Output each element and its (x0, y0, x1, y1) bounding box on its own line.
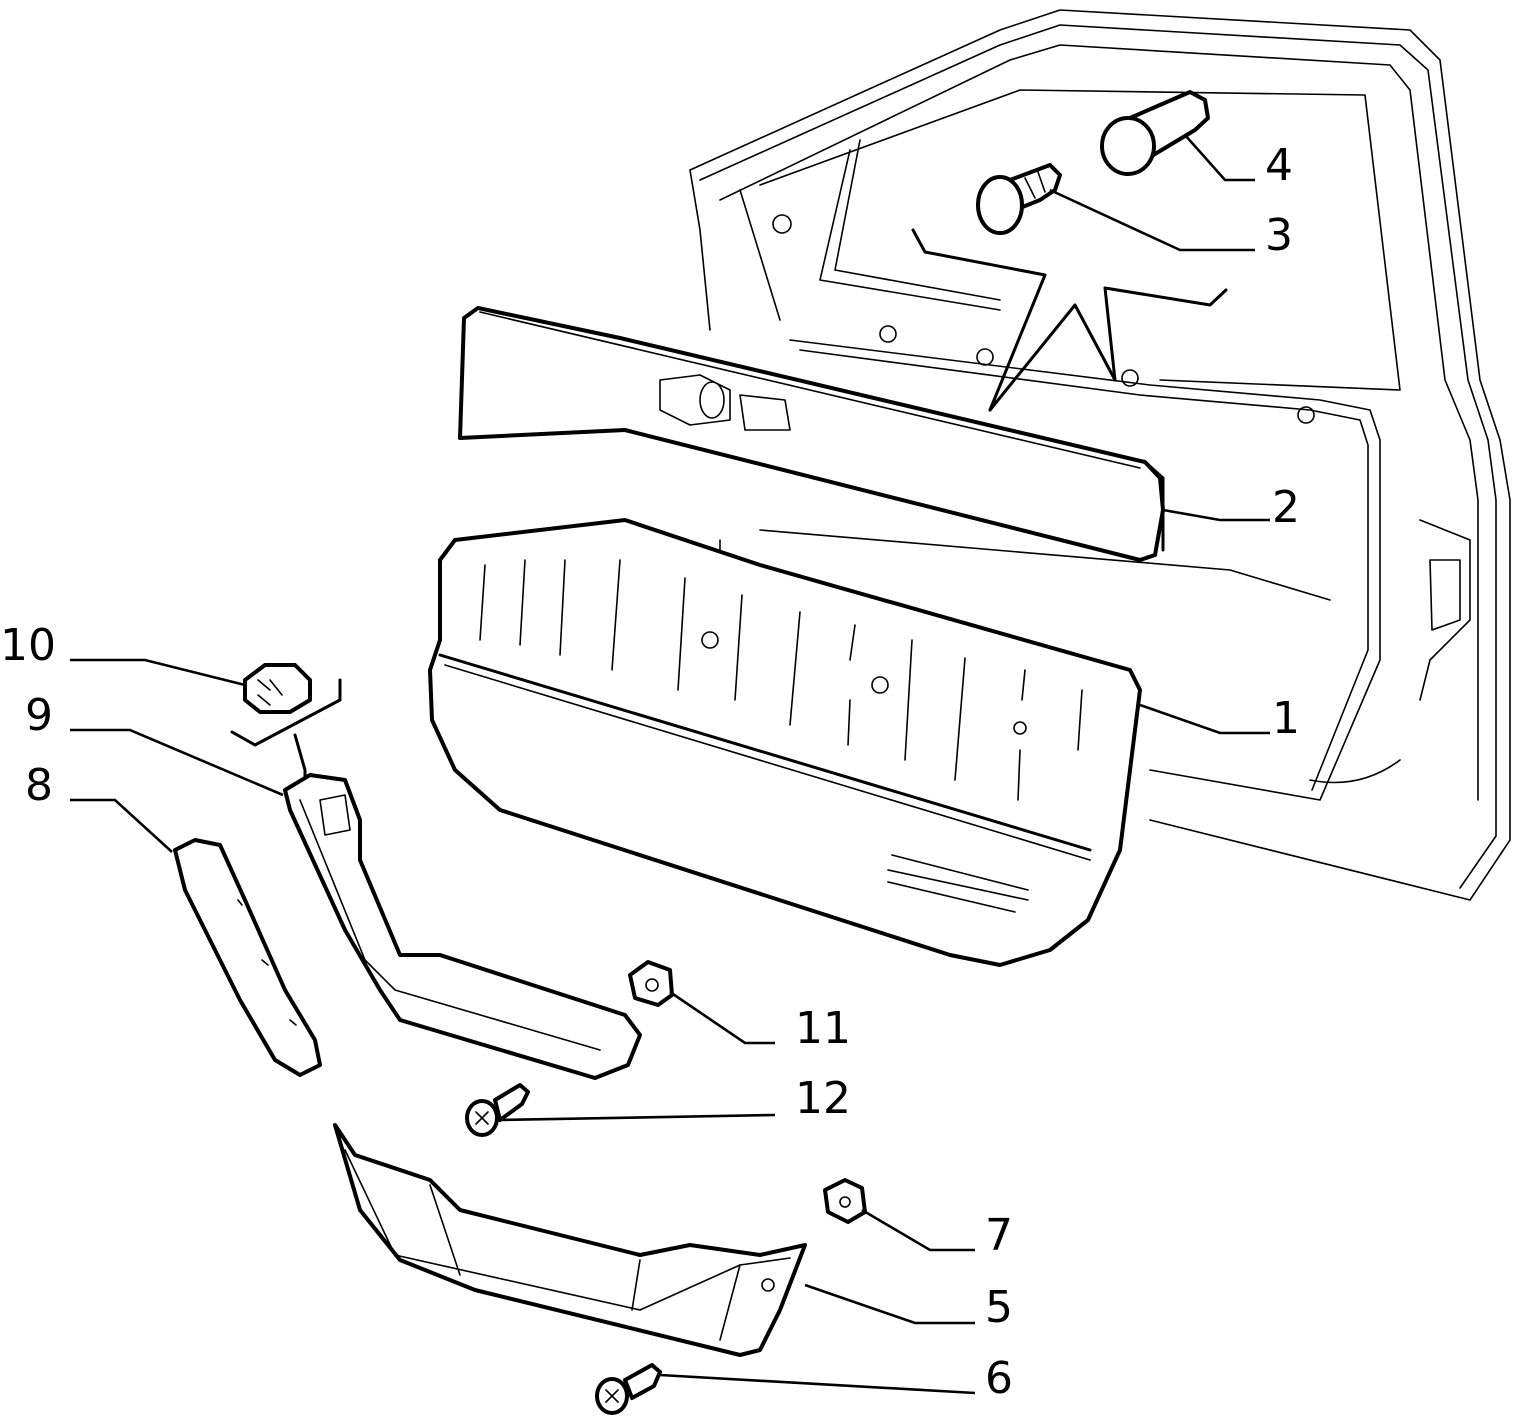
callout-2: 2 (1272, 482, 1300, 533)
leader-7 (861, 1208, 975, 1252)
callout-6: 6 (985, 1353, 1013, 1404)
leader-lines (70, 134, 1270, 1395)
callout-labels: 1 2 3 4 5 6 7 8 9 10 11 12 (0, 140, 1300, 1404)
callout-4: 4 (1265, 140, 1293, 191)
part-8-side-strip (173, 838, 322, 1077)
part-6-screw (595, 1363, 662, 1415)
part-3-push-pin (976, 163, 1062, 235)
leader-1 (1139, 703, 1270, 735)
leader-4 (1184, 134, 1255, 182)
leader-2 (1162, 508, 1270, 522)
callout-3: 3 (1265, 210, 1293, 261)
leader-12 (499, 1113, 776, 1122)
fastener-bracket-upper (911, 228, 1228, 412)
part-5-lower-pocket (333, 1123, 807, 1357)
part-9-armrest (283, 773, 642, 1080)
callout-12: 12 (795, 1073, 851, 1124)
part-10-retainer (243, 663, 312, 714)
leader-8 (70, 798, 173, 853)
callout-10: 10 (0, 620, 56, 671)
leader-3 (1049, 188, 1255, 252)
part-12-screw (465, 1083, 530, 1137)
part-11-clip (628, 960, 674, 1007)
callout-11: 11 (795, 1003, 851, 1054)
part-4-clip (1100, 90, 1210, 176)
part-2-upper-trim (458, 306, 1165, 562)
callout-9: 9 (25, 690, 53, 741)
panel-ribs (479, 559, 1083, 801)
callout-1: 1 (1272, 693, 1300, 744)
callout-5: 5 (985, 1282, 1013, 1333)
leader-11 (669, 990, 775, 1045)
part-1-door-panel (428, 518, 1142, 967)
part-7-clip (823, 1178, 867, 1224)
leader-10 (70, 658, 246, 687)
callout-7: 7 (985, 1210, 1013, 1261)
leader-9 (70, 728, 284, 797)
callout-8: 8 (25, 760, 53, 811)
leader-6 (659, 1373, 976, 1395)
leader-5 (804, 1283, 975, 1325)
